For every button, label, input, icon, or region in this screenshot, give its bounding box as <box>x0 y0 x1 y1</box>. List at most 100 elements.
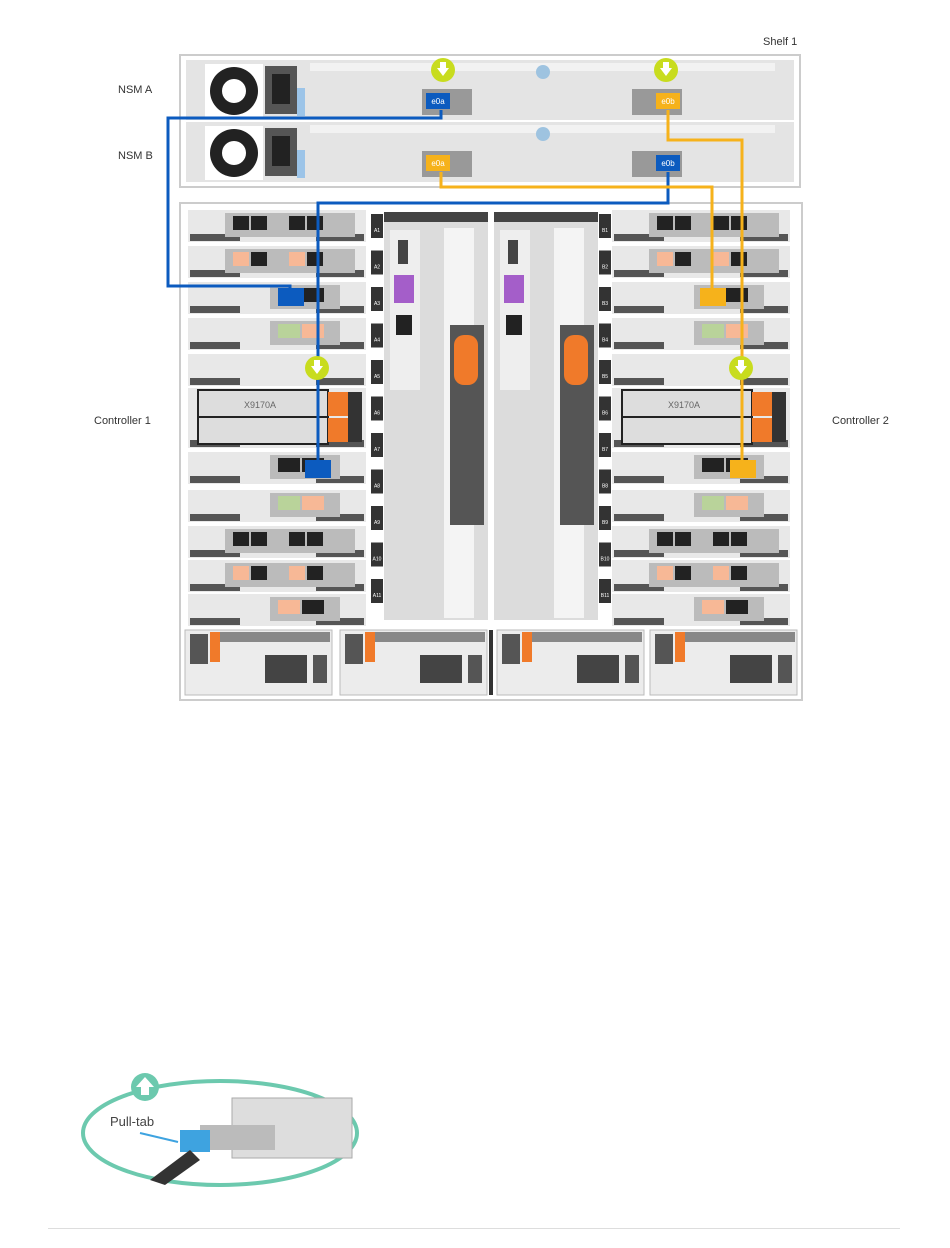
x9170a-label: X9170A <box>244 400 276 410</box>
slot-label-tag <box>371 579 383 603</box>
io-port <box>713 216 729 230</box>
shelf-port-nsm_a-e0a <box>426 93 450 109</box>
slot-label-tag <box>599 287 611 311</box>
slot-label-tag <box>599 506 611 530</box>
io-slot-handle <box>190 234 240 241</box>
slot-label-B6: B6 <box>602 411 608 417</box>
nsm-a-led-icon <box>536 65 550 79</box>
io-port <box>675 252 691 266</box>
io-slot-handle <box>614 618 664 625</box>
controller-2-port-connected <box>700 288 726 306</box>
slot-label-A6: A6 <box>374 411 380 417</box>
controller-2-label: Controller 2 <box>832 415 889 427</box>
slot-label-tag <box>599 360 611 384</box>
io-slot-handle <box>740 306 788 313</box>
psu-power-inlet-icon <box>420 655 462 683</box>
io-slot-handle <box>316 440 364 447</box>
io-slot-handle <box>740 270 788 277</box>
io-slot-handle <box>316 618 364 625</box>
io-port <box>713 252 729 266</box>
io-port <box>251 216 267 230</box>
io-port <box>657 532 673 546</box>
usb-port-icon <box>508 240 518 264</box>
nsm-b-power-socket <box>272 136 290 166</box>
io-slot-handle <box>190 342 240 349</box>
io-slot-handle <box>190 584 240 591</box>
slot-label-B11: B11 <box>601 593 610 599</box>
slot-label-B7: B7 <box>602 447 608 453</box>
psu-handle <box>375 632 485 642</box>
sfp-module <box>200 1125 275 1150</box>
io-slot-handle <box>614 270 664 277</box>
slot-label-tag <box>371 433 383 457</box>
io-port <box>657 216 673 230</box>
psu-switch-icon <box>655 634 673 664</box>
io-port <box>278 458 300 472</box>
io-slot-handle <box>614 234 664 241</box>
io-slot-handle <box>614 514 664 521</box>
cable-icon <box>150 1150 200 1185</box>
slot-label-tag <box>371 360 383 384</box>
psu-latch <box>675 632 685 662</box>
psu-led <box>468 655 482 683</box>
io-slot-handle <box>614 476 664 483</box>
down-arrow-icon <box>660 62 672 76</box>
psu-switch-icon <box>345 634 363 664</box>
pull-tab-label: Pull-tab <box>110 1114 155 1129</box>
io-port <box>702 324 724 338</box>
io-slot-handle <box>740 378 788 385</box>
slot-label-A10: A10 <box>373 557 382 563</box>
shelf-port-label: e0b <box>661 159 675 168</box>
slot-label-B1: B1 <box>602 228 608 234</box>
x9170a-latch <box>328 418 348 442</box>
io-port <box>302 496 324 510</box>
io-port <box>307 532 323 546</box>
slot-label-tag <box>599 469 611 494</box>
slot-label-B4: B4 <box>602 338 608 344</box>
io-port <box>302 324 324 338</box>
slot-label-A2: A2 <box>374 265 380 271</box>
psu-led <box>778 655 792 683</box>
slot-label-B3: B3 <box>602 301 608 307</box>
psu-switch-icon <box>502 634 520 664</box>
nsm-b-label: NSM B <box>118 150 153 162</box>
nsm-b-led-icon <box>536 127 550 141</box>
console-port-icon <box>504 275 524 303</box>
io-slot-handle <box>316 270 364 277</box>
x9170a-label: X9170A <box>668 400 700 410</box>
io-port <box>726 496 748 510</box>
cable-nsm-b-e0a-to-controller-2 <box>439 172 714 292</box>
shelf-port-label: e0a <box>431 97 445 106</box>
slot-label-tag <box>371 250 383 275</box>
io-port <box>302 600 324 614</box>
shelf-port-nsm_b-e0a <box>426 155 450 171</box>
psu-divider <box>489 630 493 695</box>
slot-label-B5: B5 <box>602 374 608 380</box>
io-slot-handle <box>740 618 788 625</box>
usb-port-icon <box>398 240 408 264</box>
x9170a-latch <box>328 392 348 416</box>
io-slot-handle <box>316 306 364 313</box>
controller-1-port-connected <box>278 288 304 306</box>
up-arrow-icon <box>136 1077 154 1095</box>
io-slot-handle <box>316 476 364 483</box>
io-port <box>307 566 323 580</box>
cable-nsm-a-e0a-to-controller-1 <box>166 110 443 292</box>
slot-label-tag <box>371 287 383 311</box>
io-port <box>278 496 300 510</box>
io-slot-handle <box>316 234 364 241</box>
slot-label-tag <box>599 323 611 348</box>
controller-1-port-connected <box>305 460 331 478</box>
slot-label-B9: B9 <box>602 520 608 526</box>
io-port <box>726 324 748 338</box>
slot-label-A9: A9 <box>374 520 380 526</box>
pointer-arrow-icon <box>139 1132 179 1143</box>
io-port <box>675 532 691 546</box>
io-slot-handle <box>316 342 364 349</box>
io-slot-handle <box>614 550 664 557</box>
down-arrow-icon <box>735 360 747 374</box>
slot-label-A1: A1 <box>374 228 380 234</box>
slot-label-A8: A8 <box>374 484 380 490</box>
io-port <box>731 216 747 230</box>
slot-label-tag <box>599 396 611 421</box>
